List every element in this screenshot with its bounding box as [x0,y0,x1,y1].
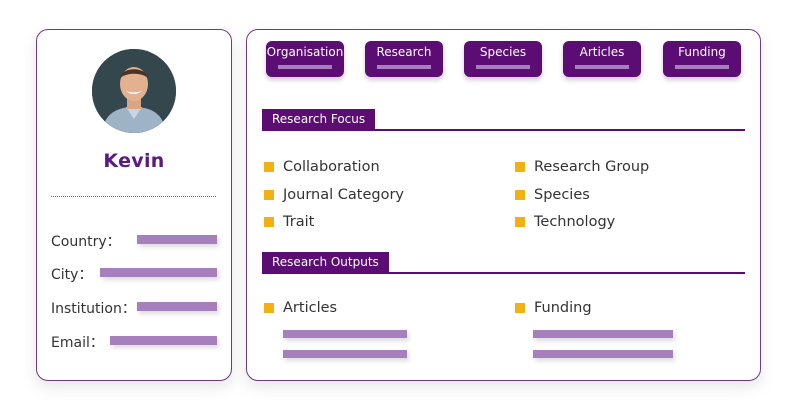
bullet-icon [515,303,525,313]
tab-research-bar [377,65,431,69]
institution-value-bar [137,302,217,311]
focus-item-label: Research Group [534,159,650,175]
tab-species-bar [476,65,530,69]
email-value-bar [110,336,217,345]
tab-species[interactable]: Species [464,41,542,77]
focus-item-collaboration: Collaboration [264,159,380,175]
profile-divider [51,196,216,197]
tab-research-label: Research [376,45,432,59]
bullet-icon [515,217,525,227]
tab-funding-label: Funding [678,45,726,59]
avatar [92,49,176,133]
focus-item-label: Technology [534,214,616,230]
profile-name: Kevin [103,150,165,172]
bullet-icon [264,217,274,227]
bullet-icon [515,162,525,172]
country-label: Country： [51,234,121,250]
bullet-icon [264,303,274,313]
content-card: Organisation Research Species Articles F… [246,29,761,381]
email-label: Email： [51,335,104,351]
focus-item-label: Journal Category [283,187,404,203]
focus-item-trait: Trait [264,214,314,230]
tab-articles[interactable]: Articles [563,41,641,77]
bullet-icon [264,190,274,200]
articles-value-bar [283,330,407,338]
tab-articles-bar [575,65,629,69]
tab-organisation[interactable]: Organisation [266,41,344,77]
tab-organisation-label: Organisation [266,45,344,59]
focus-item-technology: Technology [515,214,615,230]
bullet-icon [515,190,525,200]
profile-card: Kevin Country： City： Institution： Email： [36,29,232,381]
output-item-label: Articles [283,300,338,316]
city-value-bar [100,268,217,277]
focus-item-label: Trait [283,214,315,230]
funding-value-bar [533,330,673,338]
tab-articles-label: Articles [579,45,625,59]
research-outputs-line [262,272,745,274]
country-value-bar [137,235,217,244]
tab-funding-bar [675,65,729,69]
focus-item-research-group: Research Group [515,159,649,175]
city-label: City： [51,267,93,283]
focus-item-species: Species [515,187,590,203]
focus-item-journal-category: Journal Category [264,187,404,203]
focus-item-label: Collaboration [283,159,380,175]
focus-item-label: Species [534,187,590,203]
research-focus-header: Research Focus [262,109,376,129]
bullet-icon [264,162,274,172]
articles-value-bar [283,350,407,358]
tab-research[interactable]: Research [365,41,443,77]
output-item-label: Funding [534,300,592,316]
tab-organisation-bar [278,65,332,69]
tab-species-label: Species [479,45,527,59]
funding-value-bar [533,350,673,358]
research-outputs-header: Research Outputs [262,252,389,272]
output-item-articles: Articles [264,300,337,316]
research-focus-line [262,129,745,131]
tab-funding[interactable]: Funding [663,41,741,77]
output-item-funding: Funding [515,300,592,316]
institution-label: Institution： [51,301,136,317]
